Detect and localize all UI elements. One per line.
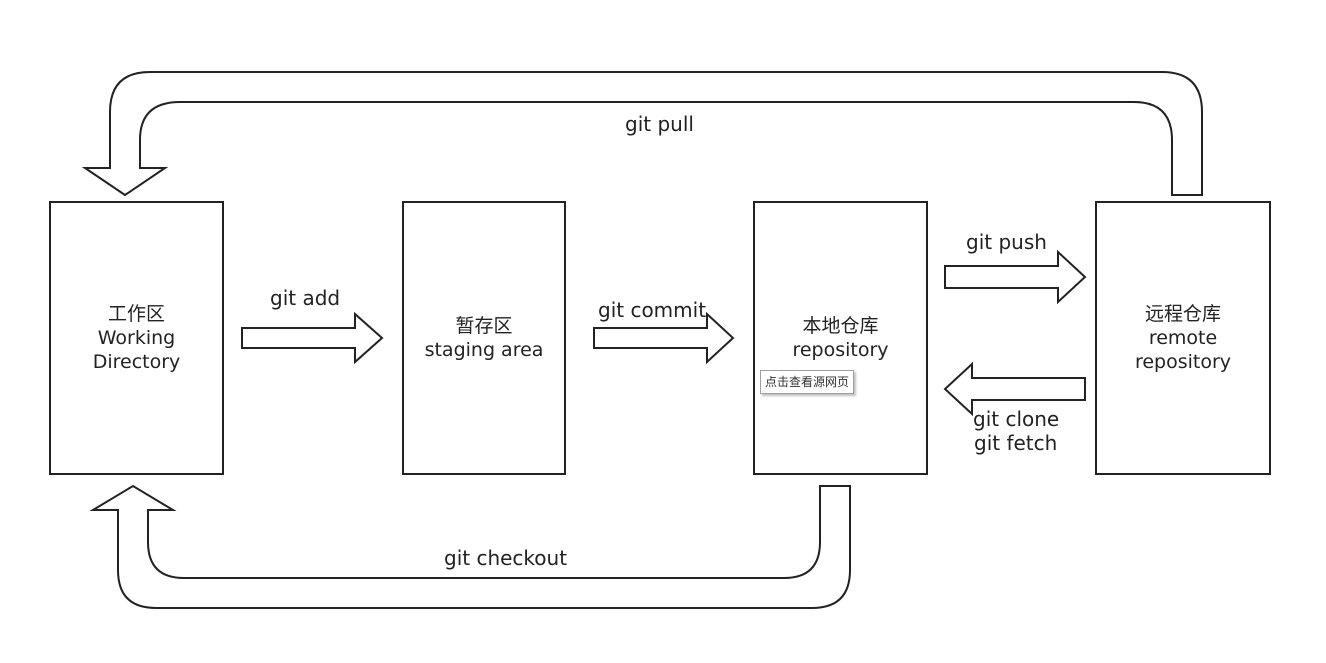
clone-fetch-arrow [943, 361, 1086, 417]
git-push-label: git push [966, 230, 1047, 254]
working-directory-en-line2: Directory [92, 351, 181, 373]
staging-area-box: 暂存区 staging area [402, 201, 566, 475]
local-repository-zh: 本地仓库 [802, 315, 879, 337]
add-arrow [241, 311, 384, 365]
local-repository-box: 本地仓库 repository [753, 201, 928, 475]
pull-arrow [81, 71, 1203, 197]
git-pull-label: git pull [625, 112, 694, 136]
remote-repository-zh: 远程仓库 [1144, 303, 1221, 325]
push-arrow [944, 249, 1087, 305]
working-directory-en-line1: Working [97, 327, 176, 349]
remote-repository-en-line2: repository [1134, 351, 1232, 373]
git-commit-label: git commit [598, 298, 707, 322]
git-fetch-label: git fetch [974, 431, 1058, 455]
local-repository-en: repository [792, 339, 889, 361]
commit-arrow [593, 311, 735, 365]
checkout-arrow [89, 484, 851, 609]
remote-repository-en-line1: remote [1148, 327, 1218, 349]
git-checkout-label: git checkout [444, 546, 568, 570]
view-source-tooltip[interactable]: 点击查看源网页 [760, 370, 855, 394]
staging-area-en: staging area [424, 339, 544, 361]
git-add-label: git add [270, 286, 341, 310]
working-directory-zh: 工作区 [107, 303, 165, 325]
remote-repository-box: 远程仓库 remote repository [1095, 201, 1271, 475]
staging-area-zh: 暂存区 [455, 315, 513, 337]
git-clone-label: git clone [973, 407, 1060, 431]
working-directory-box: 工作区 Working Directory [49, 201, 224, 475]
